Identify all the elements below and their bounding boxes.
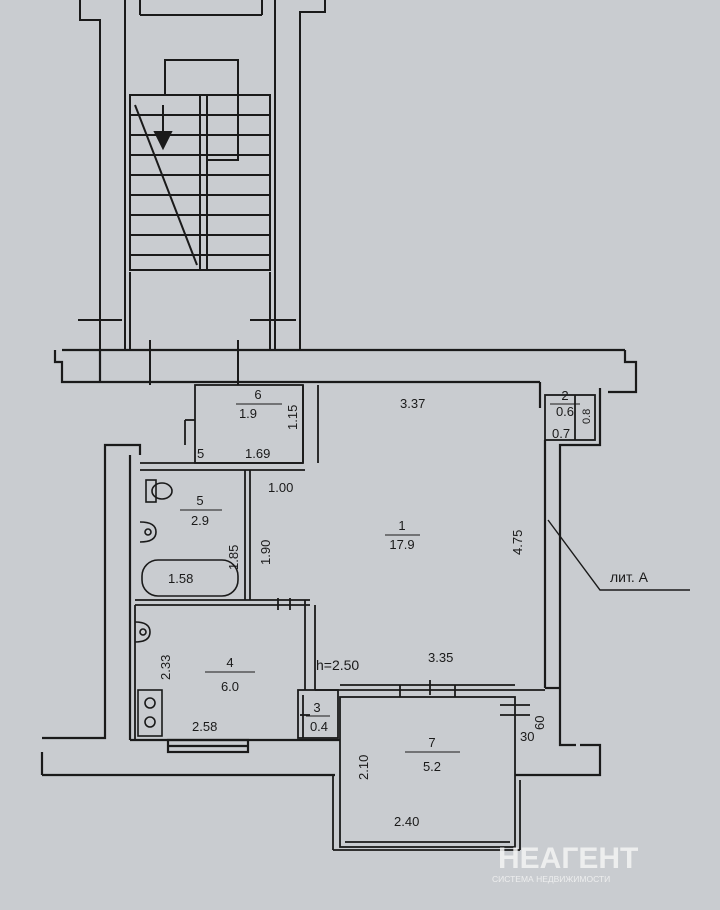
dim-60: 60	[532, 716, 547, 730]
exterior-walls	[40, 348, 638, 777]
dimension-labels: 3.37 1.15 1.69 5 1.00 1.85 1.90 1.58 4.7…	[158, 396, 649, 829]
sink-icon	[139, 521, 157, 543]
svg-text:0.4: 0.4	[310, 719, 328, 734]
svg-text:6: 6	[254, 387, 261, 402]
room-7-label: 7 5.2	[405, 735, 460, 774]
dim-4-75: 4.75	[510, 530, 525, 555]
watermark: НЕАГЕНТ СИСТЕМА НЕДВИЖИМОСТИ	[492, 842, 638, 884]
svg-text:1.9: 1.9	[239, 406, 257, 421]
stove-icon	[137, 689, 163, 737]
stairwell	[78, 0, 326, 385]
dim-1-90: 1.90	[258, 540, 273, 565]
dim-0-8: 0.8	[581, 409, 593, 424]
dim-2-40: 2.40	[394, 814, 419, 829]
room-6-label: 6 1.9	[236, 387, 282, 421]
room-1-label: 1 17.9	[385, 518, 420, 552]
bathroom-fixtures	[134, 479, 239, 737]
dim-5: 5	[197, 446, 204, 461]
building-label: лит. А	[610, 569, 649, 585]
room-5-label: 5 2.9	[180, 493, 222, 528]
watermark-tagline: СИСТЕМА НЕДВИЖИМОСТИ	[492, 874, 610, 884]
room-3-label: 3 0.4	[306, 700, 330, 734]
dim-3-37: 3.37	[400, 396, 425, 411]
room-labels: 1 17.9 2 0.6 3 0.4 4 6.0 5 2.9 6 1.9	[180, 387, 580, 774]
dim-1-15: 1.15	[285, 405, 300, 430]
svg-text:17.9: 17.9	[389, 537, 414, 552]
dim-3-35: 3.35	[428, 650, 453, 665]
dim-1-58: 1.58	[168, 571, 193, 586]
svg-text:7: 7	[428, 735, 435, 750]
svg-text:1: 1	[398, 518, 405, 533]
dim-30: 30	[520, 729, 534, 744]
dim-2-58: 2.58	[192, 719, 217, 734]
dim-2-10: 2.10	[356, 755, 371, 780]
svg-text:4: 4	[226, 655, 233, 670]
dim-1-85: 1.85	[226, 545, 241, 570]
svg-text:3: 3	[313, 700, 320, 715]
svg-text:5: 5	[196, 493, 203, 508]
bathtub-icon	[141, 559, 239, 597]
dim-2-33: 2.33	[158, 655, 173, 680]
watermark-brand: НЕАГЕНТ	[498, 842, 638, 875]
svg-text:2: 2	[561, 388, 568, 403]
room-4-label: 4 6.0	[205, 655, 255, 694]
dim-0-7: 0.7	[552, 426, 570, 441]
toilet-icon	[145, 479, 173, 503]
svg-text:0.6: 0.6	[556, 404, 574, 419]
room-2-label: 2 0.6	[550, 388, 580, 419]
svg-text:2.9: 2.9	[191, 513, 209, 528]
svg-text:5.2: 5.2	[423, 759, 441, 774]
kitchen-sink-icon	[134, 621, 151, 643]
building-label-leader	[547, 519, 690, 591]
dim-1-69: 1.69	[245, 446, 270, 461]
dim-1-00: 1.00	[268, 480, 293, 495]
ceiling-height: h=2.50	[316, 657, 359, 673]
svg-text:6.0: 6.0	[221, 679, 239, 694]
interior-walls	[134, 384, 596, 851]
